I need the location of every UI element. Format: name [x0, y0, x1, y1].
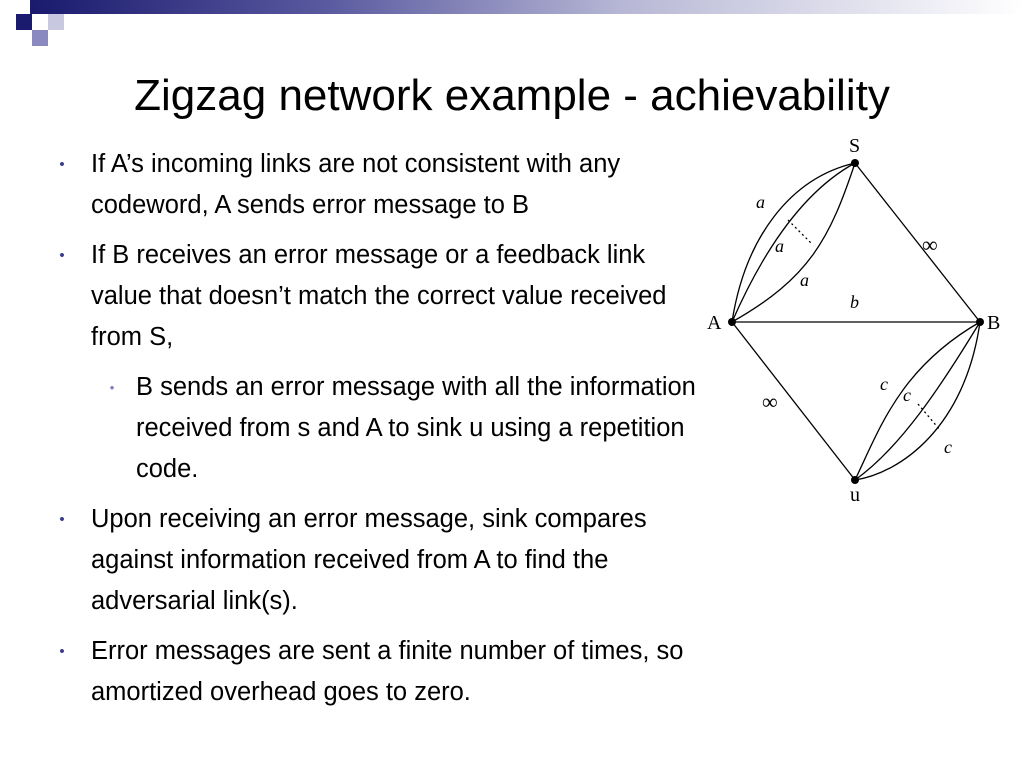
bullet-item: • If B receives an error message or a fe…	[55, 235, 705, 358]
node-label-b: B	[987, 312, 1000, 334]
slide-title: Zigzag network example - achievability	[134, 71, 890, 120]
edge-b-u-3	[854, 321, 981, 481]
sub-bullet-text: B sends an error message with all the in…	[136, 373, 696, 483]
node-label-u: u	[850, 484, 860, 506]
bullet-text: Upon receiving an error message, sink co…	[91, 505, 647, 615]
node-b	[976, 318, 984, 326]
edge-label-c: c	[903, 385, 911, 405]
dotted-cut-c	[917, 403, 941, 431]
bullet-icon: •	[59, 643, 65, 660]
bullet-icon: •	[59, 156, 65, 173]
node-a	[728, 318, 736, 326]
edge-s-a-2	[731, 162, 856, 323]
bullet-item: • Error messages are sent a finite numbe…	[55, 631, 705, 713]
dotted-cut-a	[787, 219, 813, 245]
bullet-icon: •	[59, 247, 65, 264]
edge-s-a-1	[731, 162, 856, 323]
node-label-s: S	[849, 135, 860, 157]
node-s	[851, 159, 859, 167]
bullet-text: Error messages are sent a finite number …	[91, 637, 684, 706]
edge-label-c: c	[880, 374, 888, 394]
edge-b-u-2	[854, 321, 981, 481]
node-label-a: A	[707, 312, 722, 334]
bullet-item: • Upon receiving an error message, sink …	[55, 499, 705, 622]
zigzag-network-diagram: S A B u a a a b ∞ ∞ c c c	[707, 135, 1000, 506]
edge-label-infinity: ∞	[922, 232, 938, 257]
edge-label-a: a	[775, 236, 784, 256]
edge-label-infinity: ∞	[762, 389, 778, 414]
sub-bullet-item: • B sends an error message with all the …	[55, 367, 705, 490]
sub-bullet-icon: •	[109, 380, 115, 395]
corner-square-light	[48, 14, 64, 30]
corner-square-dark	[16, 14, 32, 30]
edge-b-u-1	[854, 321, 981, 481]
edge-label-a: a	[756, 192, 765, 212]
edge-label-a: a	[800, 270, 809, 290]
corner-square-mid	[32, 30, 48, 46]
bullet-text: If A’s incoming links are not consistent…	[91, 150, 621, 219]
edge-label-b: b	[850, 292, 859, 312]
bullet-icon: •	[59, 511, 65, 528]
header-gradient-bar	[30, 0, 1024, 14]
edge-label-c: c	[944, 437, 952, 457]
node-u	[851, 476, 859, 484]
bullet-list: • If A’s incoming links are not consiste…	[55, 144, 705, 722]
edge-s-b	[854, 162, 981, 323]
bullet-text: If B receives an error message or a feed…	[91, 241, 667, 351]
edge-s-a-3	[731, 162, 856, 323]
bullet-item: • If A’s incoming links are not consiste…	[55, 144, 705, 226]
edge-a-u	[731, 321, 856, 481]
